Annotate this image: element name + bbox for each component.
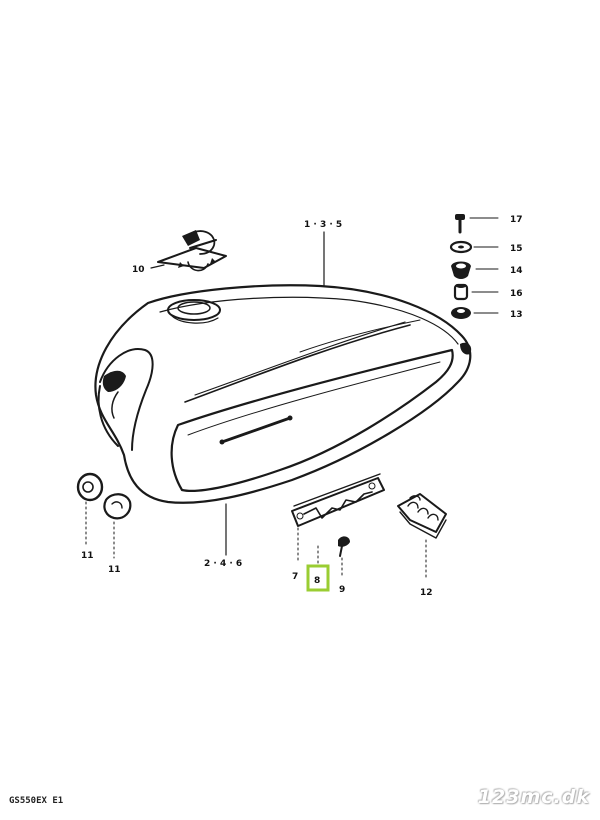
leader-10 [150, 264, 165, 269]
callout-9[interactable]: 9 [339, 585, 345, 595]
callout-17[interactable]: 17 [510, 215, 523, 225]
grommet-1 [76, 472, 104, 502]
emblem-screw [338, 536, 350, 557]
highlight-box [306, 564, 330, 592]
grommet-2 [103, 493, 132, 520]
callout-11a[interactable]: 11 [81, 551, 94, 561]
washer [449, 240, 473, 254]
spacer [453, 283, 469, 301]
callout-11b[interactable]: 11 [108, 565, 121, 575]
watermark: 123mc.dk [477, 786, 590, 808]
callout-15[interactable]: 15 [510, 244, 523, 254]
rear-cushion [397, 493, 447, 539]
callout-14[interactable]: 14 [510, 266, 523, 276]
tank-emblem [291, 473, 385, 527]
callout-16[interactable]: 16 [510, 289, 523, 299]
model-code: GS550EX E1 [9, 796, 64, 806]
bolt [455, 214, 465, 234]
callout-2-4-6[interactable]: 2 · 4 · 6 [204, 559, 242, 569]
callout-12[interactable]: 12 [420, 588, 433, 598]
callout-7[interactable]: 7 [292, 572, 298, 582]
rubber-mount [451, 261, 471, 279]
callout-13[interactable]: 13 [510, 310, 523, 320]
cushion-washer [451, 307, 471, 319]
fuel-tank [94, 284, 472, 504]
callout-10[interactable]: 10 [132, 265, 145, 275]
callout-8[interactable]: 8 [314, 576, 320, 586]
callout-1-3-5[interactable]: 1 · 3 · 5 [304, 220, 342, 230]
fuel-cap [157, 230, 227, 272]
